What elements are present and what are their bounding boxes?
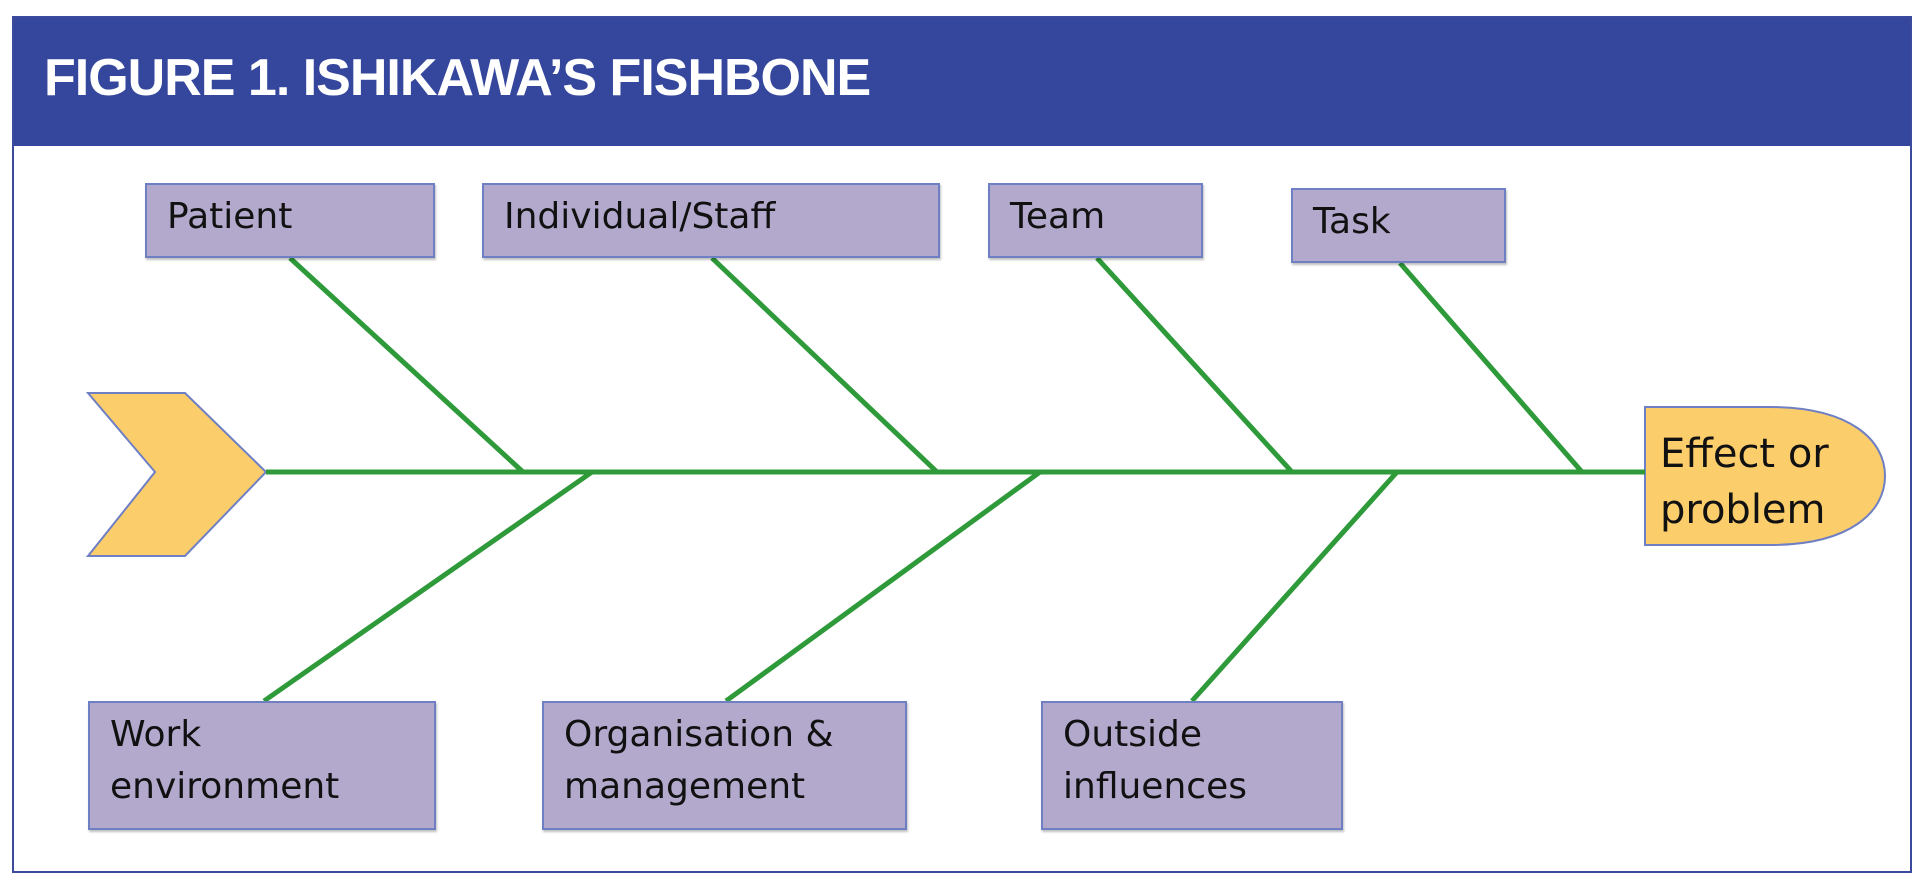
category-work-environment: Work environment [88,701,436,830]
bone-work-environment [262,469,594,704]
category-label: Individual/Staff [504,196,776,237]
effect-label: Effect or problem [1660,426,1829,538]
category-outside-influences: Outside influences [1041,701,1343,830]
category-label-line1: Organisation & [564,714,834,755]
category-label: Team [1010,196,1106,237]
category-label-line1: Work [110,714,202,755]
figure-header: FIGURE 1. ISHIKAWA’S FISHBONE [14,18,1910,146]
category-label: Patient [167,196,293,237]
category-label: Task [1313,201,1391,242]
category-label-line1: Outside [1063,714,1203,755]
effect-label-line1: Effect or [1660,431,1829,477]
category-individual-staff: Individual/Staff [482,183,940,258]
category-label-line2: environment [110,766,340,807]
fish-tail [85,392,268,557]
bone-team [1095,256,1294,474]
bone-task [1398,261,1584,474]
category-organisation-management: Organisation & management [542,701,907,830]
bone-patient [288,256,525,474]
bone-individual-staff [710,256,939,474]
effect-label-line2: problem [1660,487,1826,533]
category-patient: Patient [145,183,435,258]
category-label-line2: management [564,766,806,807]
bone-outside-influences [1190,470,1399,703]
bone-organisation-management [724,469,1042,704]
category-task: Task [1291,188,1506,263]
category-team: Team [988,183,1203,258]
figure-title: FIGURE 1. ISHIKAWA’S FISHBONE [44,49,871,107]
category-label-line2: influences [1063,766,1247,807]
fish-head [1644,406,1887,546]
